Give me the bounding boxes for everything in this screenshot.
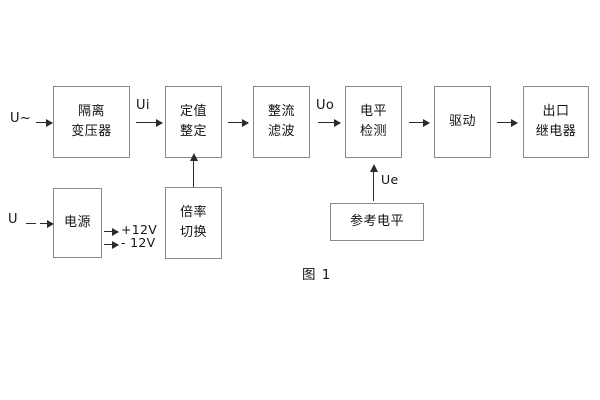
block-isolation-transformer: 隔离 变压器 [53,86,130,158]
signal-label-negative-rail: - 12V [121,235,156,250]
block-ratio-switch-line-2: 切换 [179,225,207,240]
block-reference-level: 参考电平 [330,203,424,241]
block-rectify-filter-line-1: 整流 [267,103,295,119]
block-power-supply-line-1: 电源 [63,214,91,230]
block-drive-line-1: 驱动 [448,113,476,129]
figure-caption: 图 1 [302,267,332,283]
arrow-dc-input-to-power-supply [40,220,54,228]
block-power-supply: 电源 [53,188,102,258]
arrow-power-supply-positive-rail [104,228,119,236]
block-setting-value-line-1: 定值 [179,103,207,119]
arrow-drive-to-output-relay [497,119,518,127]
block-output-relay-line-2: 继电器 [535,124,577,139]
arrow-reference-level-to-level-detection [369,164,378,201]
block-output-relay: 出口 继电器 [523,86,589,158]
block-level-detection-line-2: 检测 [359,124,387,139]
arrow-setting-value-to-rectify-filter [228,119,249,127]
arrow-ac-input-to-isolation-transformer [36,119,53,127]
block-drive: 驱动 [434,86,491,158]
block-ratio-switch: 倍率 切换 [165,187,222,259]
arrow-ratio-switch-to-setting-value [189,153,198,187]
block-setting-value-line-2: 整定 [179,124,207,139]
block-rectify-filter: 整流 滤波 [253,86,310,158]
block-level-detection-line-1: 电平 [359,103,387,119]
arrow-level-detection-to-drive [409,119,430,127]
block-output-relay-line-1: 出口 [542,103,570,119]
dash-segment-dc-input [26,223,36,224]
block-rectify-filter-line-2: 滤波 [267,124,295,139]
signal-label-uo: Uo [316,98,335,113]
block-ratio-switch-line-1: 倍率 [179,204,207,220]
signal-label-ue: Ue [381,172,399,187]
block-level-detection: 电平 检测 [345,86,402,158]
block-isolation-transformer-line-1: 隔离 [77,103,105,119]
signal-label-ac-input: U~ [10,111,32,126]
block-reference-level-line-1: 参考电平 [349,213,404,229]
signal-label-positive-rail: +12V [121,222,158,237]
block-isolation-transformer-line-2: 变压器 [71,124,112,139]
block-setting-value: 定值 整定 [165,86,222,158]
signal-label-ui: Ui [136,98,150,113]
arrow-power-supply-negative-rail [104,241,119,249]
arrow-isolation-transformer-to-setting-value [136,119,163,127]
signal-label-dc-input: U [8,212,18,227]
arrow-rectify-filter-to-level-detection [318,119,341,127]
